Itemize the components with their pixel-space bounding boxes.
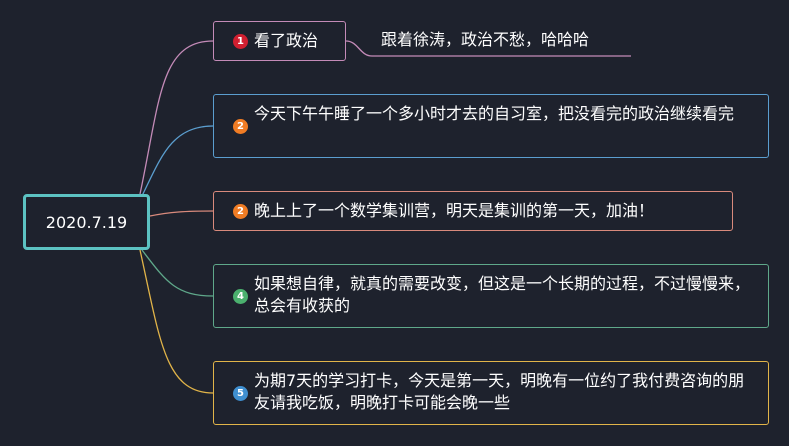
connector-branch-2 bbox=[139, 125, 214, 201]
branch-node-5[interactable]: 5 为期7天的学习打卡，今天是第一天，明晚有一位约了我付费咨询的朋友请我吃饭，明… bbox=[213, 361, 769, 425]
branch-node-text: 晚上上了一个数学集训营，明天是集训的第一天，加油！ bbox=[254, 201, 655, 220]
branch-node-1[interactable]: 1 看了政治 bbox=[213, 21, 346, 61]
branch-node-4[interactable]: 4 如果想自律，就真的需要改变，但这是一个长期的过程，不过慢慢来，总会有收获的 bbox=[213, 264, 769, 328]
priority-badge-icon: 1 bbox=[233, 34, 248, 49]
branch-node-text: 看了政治 bbox=[254, 31, 319, 50]
connector-branch-4 bbox=[141, 249, 214, 297]
priority-badge-icon: 2 bbox=[233, 119, 248, 134]
connector-subnote bbox=[345, 40, 631, 57]
branch-node-text: 今天下午午睡了一个多小时才去的自习室，把没看完的政治继续看完 bbox=[254, 104, 735, 123]
priority-badge-icon: 5 bbox=[233, 386, 248, 401]
branch-node-2[interactable]: 2 今天下午午睡了一个多小时才去的自习室，把没看完的政治继续看完 bbox=[213, 94, 769, 158]
branch-node-text: 为期7天的学习打卡，今天是第一天，明晚有一位约了我付费咨询的朋友请我吃饭，明晚打… bbox=[254, 371, 745, 412]
priority-badge-icon: 4 bbox=[233, 289, 248, 304]
sub-node-note[interactable]: 跟着徐涛，政治不愁，哈哈哈 bbox=[381, 29, 589, 51]
sub-node-text: 跟着徐涛，政治不愁，哈哈哈 bbox=[381, 30, 590, 49]
connector-branch-1 bbox=[139, 40, 214, 195]
branch-node-text: 如果想自律，就真的需要改变，但这是一个长期的过程，不过慢慢来，总会有收获的 bbox=[254, 274, 751, 315]
branch-node-3[interactable]: 2 晚上上了一个数学集训营，明天是集训的第一天，加油！ bbox=[213, 191, 733, 231]
connector-branch-3 bbox=[149, 210, 214, 217]
priority-badge-icon: 2 bbox=[233, 204, 248, 219]
connector-branch-5 bbox=[139, 249, 214, 394]
root-node-label: 2020.7.19 bbox=[45, 212, 128, 232]
root-node[interactable]: 2020.7.19 bbox=[23, 194, 150, 250]
